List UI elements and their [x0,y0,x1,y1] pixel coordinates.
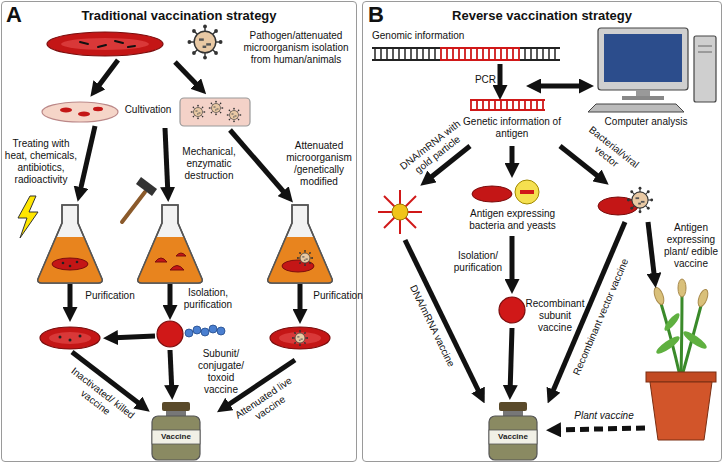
bottle-label: Vaccine [485,432,541,442]
bottle-shape [148,402,204,461]
step-label: Purification [78,290,142,302]
step-label: Isolation/ purification [448,250,508,274]
arrow-label: Inactivated/ killed vaccine [59,363,139,432]
arrow-label: DNA/mRNA with gold particle [391,113,477,187]
step-label: Antigen expressing plant/ edible vaccine [662,222,720,270]
step-label: Attenuated microorganism /genetically mo… [282,140,356,188]
step-label: Cultivation [119,104,177,116]
step-label: PCR [462,74,496,86]
step-label: Genetic information of antigen [462,116,562,140]
vaccine-bottle: Vaccine [148,402,204,461]
step-label: Antigen expressing bacteria and yeasts [465,208,560,232]
bottle-shape [485,402,541,461]
arrow-label: Attenuated live vaccine [226,370,307,436]
strategy-panel: Reverse vaccination strategyVaccine [362,1,722,462]
step-label: Recombinant subunit vaccine [524,298,586,334]
step-label: Subunit/ conjugate/ toxoid vaccine [190,348,252,396]
step-label: Genomic information [372,30,492,42]
bottle-label: Vaccine [148,432,204,442]
vaccine-bottle: Vaccine [485,402,541,461]
panel-letter: B [368,2,392,28]
strategy-panel: Traditional vaccination strategyVaccine [1,1,357,462]
panel-letter: A [6,2,30,28]
panel-title: Traditional vaccination strategy [2,8,356,23]
step-label: Plant vaccine [566,410,642,422]
panel-title: Reverse vaccination strategy [363,8,721,23]
step-label: Computer analysis [596,116,696,128]
step-label: Treating with heat, chemicals, antibioti… [2,138,80,186]
arrow-label: DNA/mRNA vaccine [405,278,460,373]
step-label: Purification [308,290,368,302]
step-label: Isolation, purification [178,287,238,311]
arrow-label: Recombinant vector vaccine [568,250,634,383]
step-label: Mechanical, enzymatic destruction [178,146,240,182]
step-label: Pathogen/attenuated microorganism isolat… [235,30,357,66]
